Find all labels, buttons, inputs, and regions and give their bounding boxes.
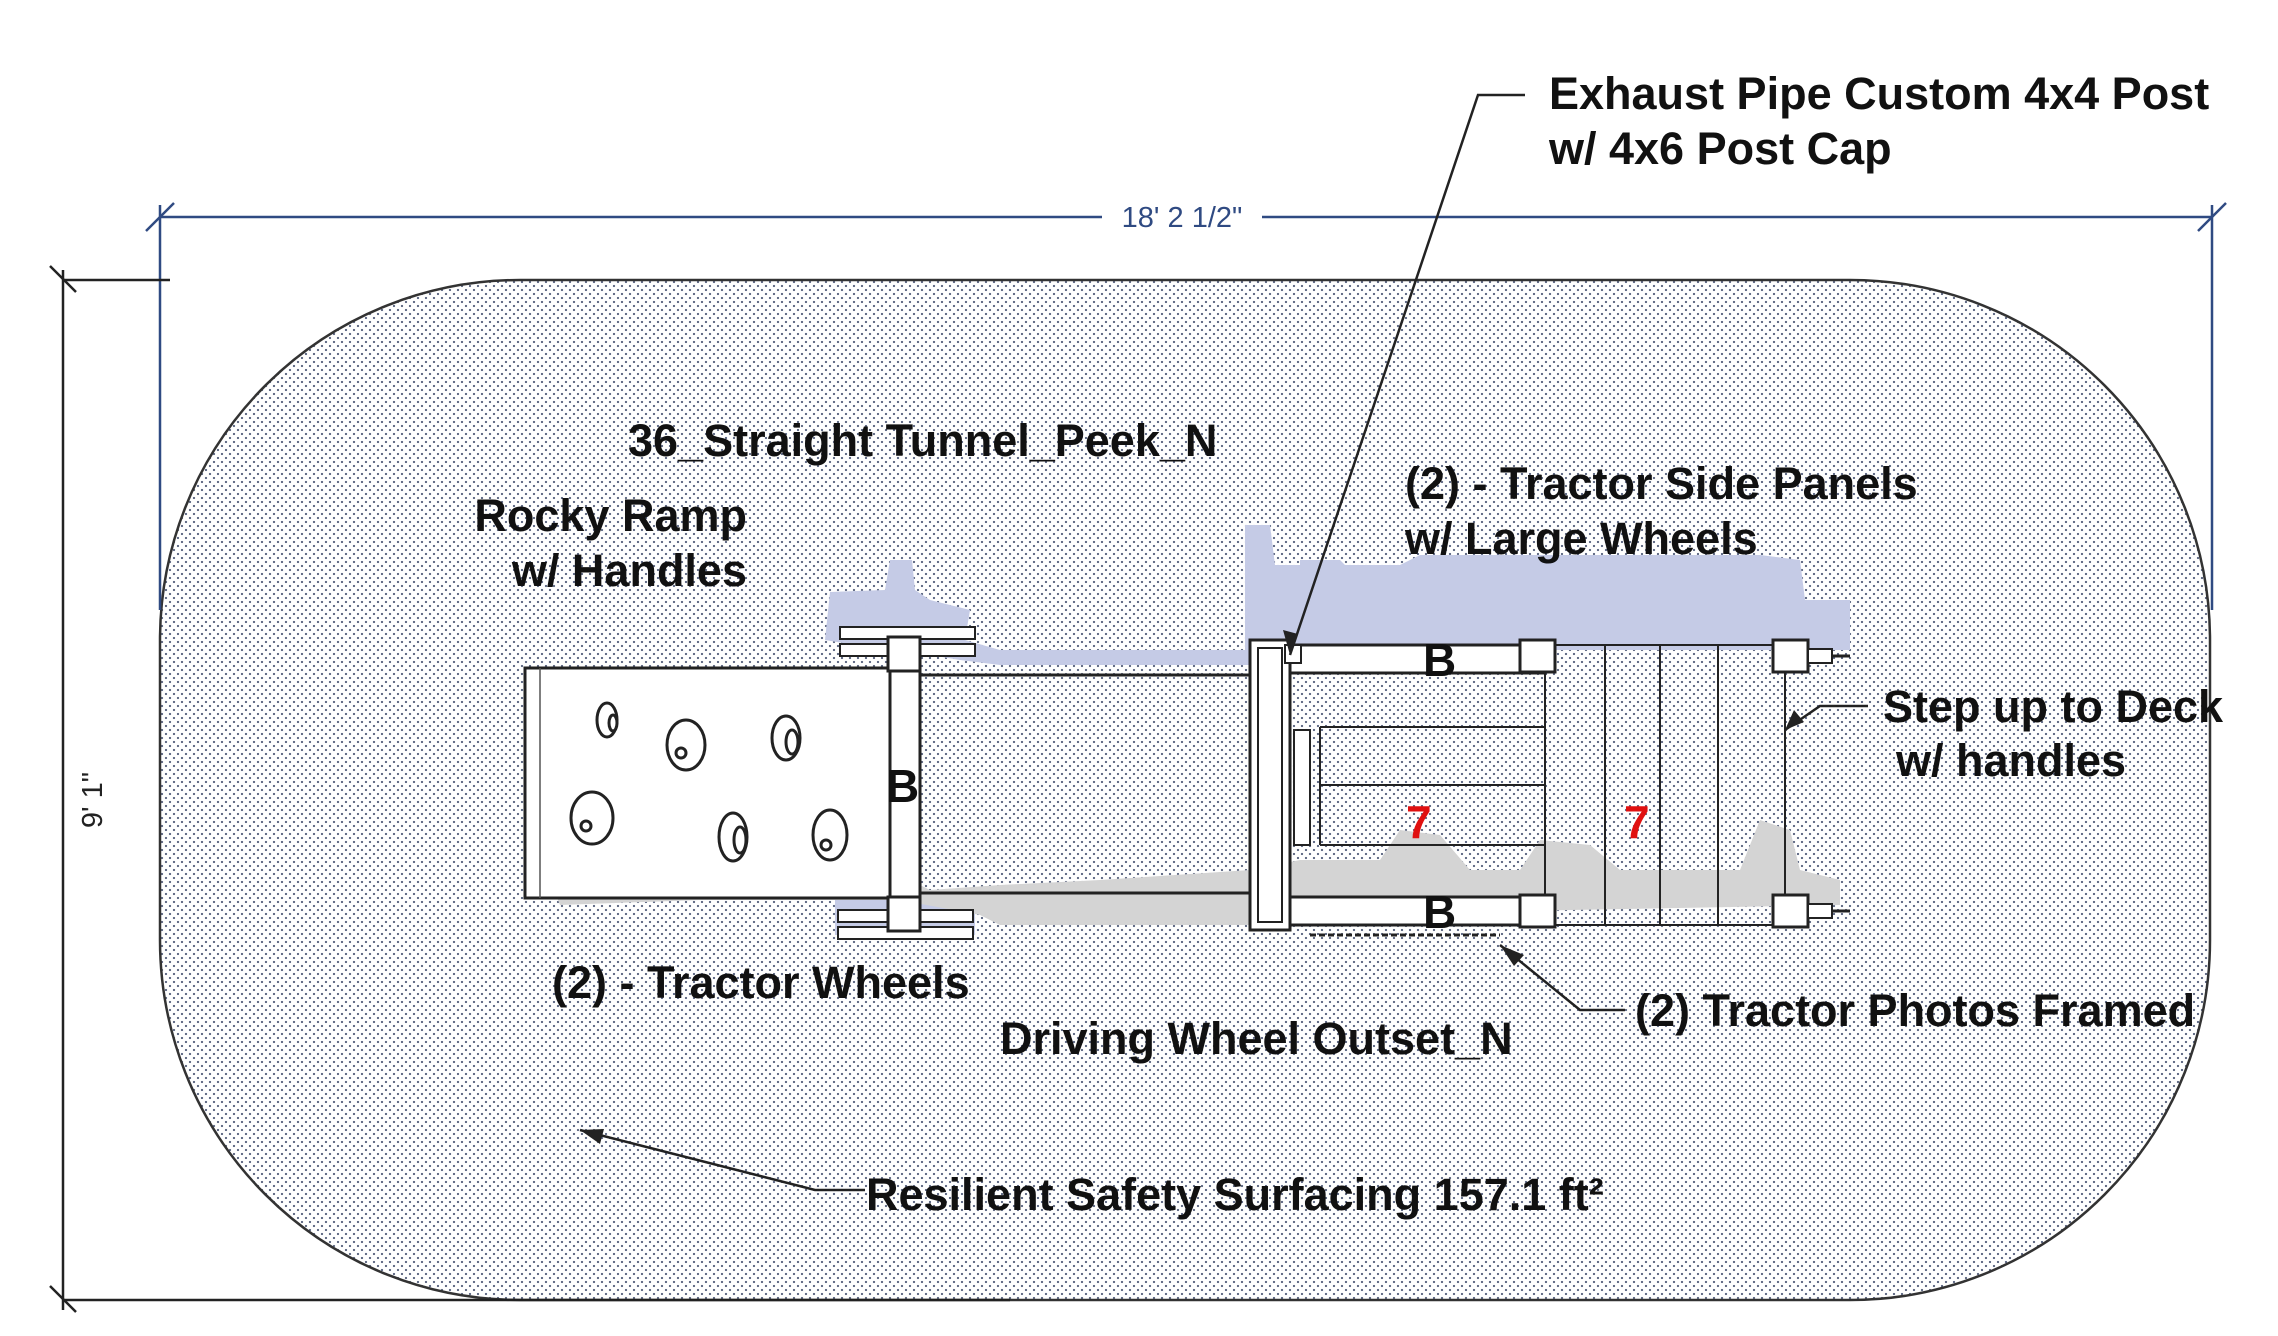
label-exhaust-pipe-1: Exhaust Pipe Custom 4x4 Post [1549,68,2209,119]
ramp-wheel-bottom [837,895,974,940]
label-side-panels-1: (2) - Tractor Side Panels [1405,458,1918,509]
tunnel [920,673,1260,895]
safety-surfacing-area [158,278,2212,1302]
width-dimension-label: 18' 2 1/2" [1122,202,1243,234]
climbing-holds [569,701,849,863]
label-step-up-1: Step up to Deck [1883,681,2224,732]
leader-arrowheads [580,630,1804,1144]
label-surfacing: Resilient Safety Surfacing 157.1 ft² [866,1169,1604,1220]
label-tractor-photos: (2) Tractor Photos Framed [1635,985,2195,1036]
height-dimension-label: 9' 1" [77,772,109,828]
label-driving-wheel: Driving Wheel Outset_N [1000,1013,1513,1064]
label-step-up-2: w/ handles [1895,735,2126,786]
b-marker-top: B [1423,634,1456,686]
label-tunnel: 36_Straight Tunnel_Peek_N [628,415,1217,466]
b-marker-bottom: B [1423,886,1456,938]
tractor-structure [1248,638,1850,937]
seven-marker-right: 7 [1624,796,1650,848]
label-exhaust-pipe-2: w/ 4x6 Post Cap [1548,123,1892,174]
ramp-wheel-top [839,626,976,673]
label-tractor-wheels: (2) - Tractor Wheels [552,957,970,1008]
label-rocky-ramp-2: w/ Handles [511,545,747,596]
label-rocky-ramp-1: Rocky Ramp [474,490,747,541]
b-marker-ramp: B [886,760,919,812]
rocky-ramp [523,666,922,900]
seven-marker-left: 7 [1406,796,1432,848]
label-side-panels-2: w/ Large Wheels [1404,513,1758,564]
height-dimension [49,265,1010,1313]
